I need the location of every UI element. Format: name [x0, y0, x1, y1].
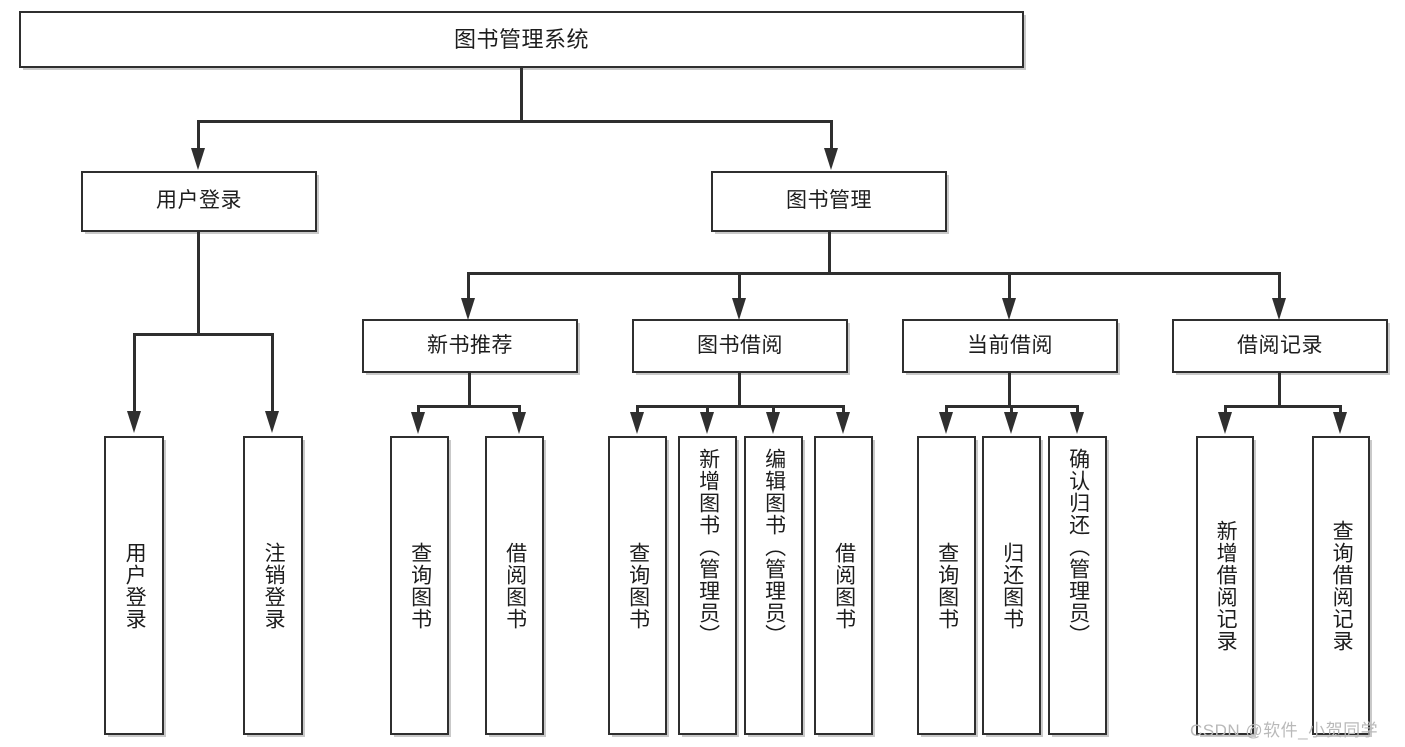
connector-root-to-user-login [197, 120, 200, 150]
node-borrow-records[interactable]: 借阅记录 [1172, 319, 1388, 373]
connector-root-stem [520, 68, 523, 122]
connector-user-login-to-leaf-2 [271, 333, 274, 413]
leaf-book-borrow-query-books[interactable]: 查询图书 [608, 436, 667, 735]
connector-bb-to-leaf-3 [772, 405, 775, 415]
arrow-bb-to-leaf-3 [766, 412, 780, 434]
connector-root-to-book-management [830, 120, 833, 150]
leaf-new-book-query-books[interactable]: 查询图书 [390, 436, 449, 735]
connector-nb-to-leaf-2 [518, 405, 521, 415]
arrow-br-to-leaf-1 [1218, 412, 1232, 434]
leaf-current-borrow-return-books[interactable]: 归还图书 [982, 436, 1041, 735]
leaf-current-borrow-query-books[interactable]: 查询图书 [917, 436, 976, 735]
connector-new-book-bar [417, 405, 521, 408]
node-current-borrow[interactable]: 当前借阅 [902, 319, 1118, 373]
connector-user-login-to-leaf-1 [133, 333, 136, 413]
node-label: 查询图书 [408, 541, 432, 630]
node-user-login[interactable]: 用户登录 [81, 171, 317, 232]
node-label: 用户登录 [156, 189, 242, 213]
node-book-management[interactable]: 图书管理 [711, 171, 947, 232]
leaf-user-login-logout[interactable]: 注销登录 [243, 436, 303, 735]
connector-new-book-stem [468, 373, 471, 407]
arrow-bm-to-current-borrow [1002, 298, 1016, 320]
arrow-root-to-book-management [824, 148, 838, 170]
leaf-book-borrow-borrow-books[interactable]: 借阅图书 [814, 436, 873, 735]
arrow-br-to-leaf-2 [1333, 412, 1347, 434]
arrow-bb-to-leaf-4 [836, 412, 850, 434]
node-root-book-management-system[interactable]: 图书管理系统 [19, 11, 1024, 68]
connector-br-to-leaf-1 [1224, 405, 1227, 415]
arrow-bm-to-borrow-records [1272, 298, 1286, 320]
arrow-user-login-to-leaf-1 [127, 411, 141, 433]
connector-root-bar [197, 120, 833, 123]
arrow-cb-to-leaf-1 [939, 412, 953, 434]
leaf-borrow-records-query-record[interactable]: 查询借阅记录 [1312, 436, 1370, 735]
arrow-user-login-to-leaf-2 [265, 411, 279, 433]
node-label: 查询图书 [935, 541, 959, 630]
connector-cb-to-leaf-3 [1076, 405, 1079, 415]
arrow-nb-to-leaf-2 [512, 412, 526, 434]
node-label: 图书管理 [786, 189, 872, 213]
leaf-book-borrow-edit-book-admin[interactable]: 编辑图书（管理员） [744, 436, 803, 735]
connector-bb-to-leaf-2 [706, 405, 709, 415]
arrow-bb-to-leaf-1 [630, 412, 644, 434]
connector-bm-to-new-book [467, 272, 470, 300]
node-label: 查询图书 [626, 541, 650, 630]
arrow-bm-to-book-borrow [732, 298, 746, 320]
leaf-current-borrow-confirm-return-admin[interactable]: 确认归还（管理员） [1048, 436, 1107, 735]
arrow-root-to-user-login [191, 148, 205, 170]
connector-user-login-stem [197, 232, 200, 335]
node-label: 新增借阅记录 [1214, 519, 1238, 652]
connector-borrow-records-stem [1278, 373, 1281, 407]
connector-bm-to-current-borrow [1008, 272, 1011, 300]
connector-nb-to-leaf-1 [417, 405, 420, 415]
node-label: 当前借阅 [967, 333, 1053, 357]
node-label: 图书借阅 [697, 333, 783, 357]
node-label: 归还图书 [1000, 541, 1024, 630]
node-label: 新书推荐 [427, 333, 513, 357]
connector-book-management-stem [828, 232, 831, 274]
connector-bb-to-leaf-1 [636, 405, 639, 415]
arrow-nb-to-leaf-1 [411, 412, 425, 434]
node-label: 借阅图书 [503, 541, 527, 630]
connector-current-borrow-stem [1008, 373, 1011, 407]
node-label: 用户登录 [123, 541, 147, 630]
connector-borrow-records-bar [1224, 405, 1342, 408]
connector-cb-to-leaf-1 [945, 405, 948, 415]
connector-bb-to-leaf-4 [842, 405, 845, 415]
node-label: 确认归还（管理员） [1066, 448, 1090, 646]
connector-cb-to-leaf-2 [1010, 405, 1013, 415]
arrow-cb-to-leaf-2 [1004, 412, 1018, 434]
connector-bm-to-borrow-records [1278, 272, 1281, 300]
node-label: 编辑图书（管理员） [762, 448, 786, 646]
node-label: 注销登录 [262, 541, 286, 630]
leaf-user-login-login[interactable]: 用户登录 [104, 436, 164, 735]
connector-br-to-leaf-2 [1339, 405, 1342, 415]
node-label: 新增图书（管理员） [696, 448, 720, 646]
node-label: 借阅记录 [1237, 333, 1323, 357]
leaf-book-borrow-add-book-admin[interactable]: 新增图书（管理员） [678, 436, 737, 735]
arrow-bb-to-leaf-2 [700, 412, 714, 434]
arrow-bm-to-new-book [461, 298, 475, 320]
arrow-cb-to-leaf-3 [1070, 412, 1084, 434]
node-book-borrow[interactable]: 图书借阅 [632, 319, 848, 373]
connector-book-borrow-bar [636, 405, 845, 408]
leaf-new-book-borrow-books[interactable]: 借阅图书 [485, 436, 544, 735]
node-label: 图书管理系统 [453, 26, 589, 52]
connector-user-login-bar [133, 333, 274, 336]
connector-bm-to-book-borrow [738, 272, 741, 300]
leaf-borrow-records-add-record[interactable]: 新增借阅记录 [1196, 436, 1254, 735]
node-label: 查询借阅记录 [1330, 519, 1354, 652]
node-new-book-recommend[interactable]: 新书推荐 [362, 319, 578, 373]
connector-book-management-bar [467, 272, 1280, 275]
node-label: 借阅图书 [832, 541, 856, 630]
connector-book-borrow-stem [738, 373, 741, 407]
